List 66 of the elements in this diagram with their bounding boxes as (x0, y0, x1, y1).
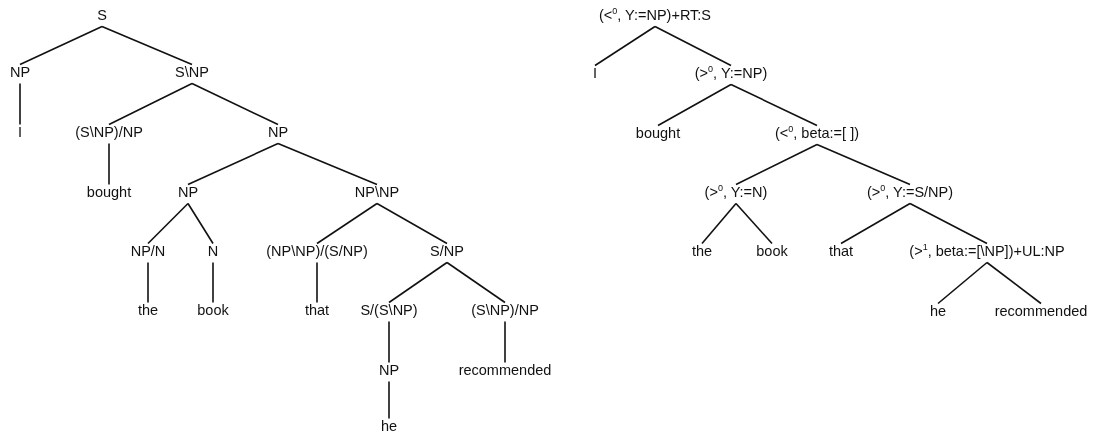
tree-branch (187, 202, 214, 245)
tree-label: that (304, 301, 330, 319)
tree-label: N (207, 242, 219, 260)
tree-branch (654, 25, 732, 67)
tree-branch (594, 25, 656, 67)
tree-label: (>$^{0}$, Y:=S/NP) (866, 183, 954, 201)
tree-branch (446, 261, 506, 304)
tree-label: NP\NP (354, 183, 400, 201)
tree-label: (>$^{0}$, Y:=N) (704, 183, 768, 201)
tree-label: NP (177, 183, 199, 201)
tree-label: NP (267, 123, 289, 141)
tree-label: S/(S\NP) (360, 301, 418, 319)
tree-branch (986, 261, 1042, 305)
tree-label: S/NP (430, 242, 464, 260)
tree-label: that (828, 242, 854, 260)
tree-label: (NP\NP)/(S/NP) (266, 242, 368, 260)
tree-label: book (756, 242, 788, 260)
tree-label: S\NP (175, 63, 209, 81)
tree-branch (316, 202, 378, 245)
tree-label: NP (9, 63, 31, 81)
tree-label: the (137, 301, 159, 319)
tree-branch (19, 82, 21, 126)
tree-branch (730, 83, 818, 127)
tree-label: I (18, 123, 22, 141)
tree-branch (19, 25, 103, 66)
tree-branch (816, 143, 911, 186)
tree-label: book (197, 301, 229, 319)
tree-branch (909, 202, 988, 245)
tree-branch (388, 380, 390, 420)
tree-branch (388, 261, 448, 304)
tree-label: I (593, 64, 597, 82)
tree-branch (657, 83, 732, 127)
tree-branch (840, 202, 911, 245)
tree-branch (108, 82, 193, 126)
tree-label: bought (635, 124, 681, 142)
tree-branch (191, 82, 279, 126)
tree-label: (>$^{1}$, beta:=[\NP])+UL:NP (909, 242, 1065, 260)
tree-branch (277, 142, 378, 186)
tree-branch (101, 25, 193, 66)
tree-label: NP/N (130, 242, 166, 260)
tree-label: (S\NP)/NP (75, 123, 143, 141)
tree-branch (108, 142, 110, 186)
tree-label: he (929, 302, 947, 320)
tree-label: NP (378, 361, 400, 379)
tree-label: S (97, 6, 107, 24)
tree-branch (212, 261, 214, 304)
tree-label: the (691, 242, 713, 260)
tree-label: (S\NP)/NP (471, 301, 539, 319)
tree-label: (<$^{0}$, Y:=NP)+RT:S (598, 6, 712, 24)
tree-label: (<$^{0}$, beta:=[ ]) (775, 124, 859, 142)
tree-branch (316, 261, 318, 304)
tree-label: bought (86, 183, 132, 201)
tree-branch (735, 202, 773, 245)
tree-label: recommended (458, 361, 552, 379)
tree-branch (937, 261, 988, 305)
tree-branch (388, 320, 390, 364)
tree-label: (>$^{0}$, Y:=NP) (694, 64, 768, 82)
tree-branch (701, 202, 737, 245)
tree-branch (187, 142, 279, 186)
tree-branch (504, 320, 506, 364)
tree-label: he (380, 417, 398, 435)
tree-branch (147, 261, 149, 304)
tree-branch (735, 143, 818, 186)
tree-label: recommended (994, 302, 1088, 320)
tree-branch (147, 202, 189, 245)
tree-branch (376, 202, 448, 245)
